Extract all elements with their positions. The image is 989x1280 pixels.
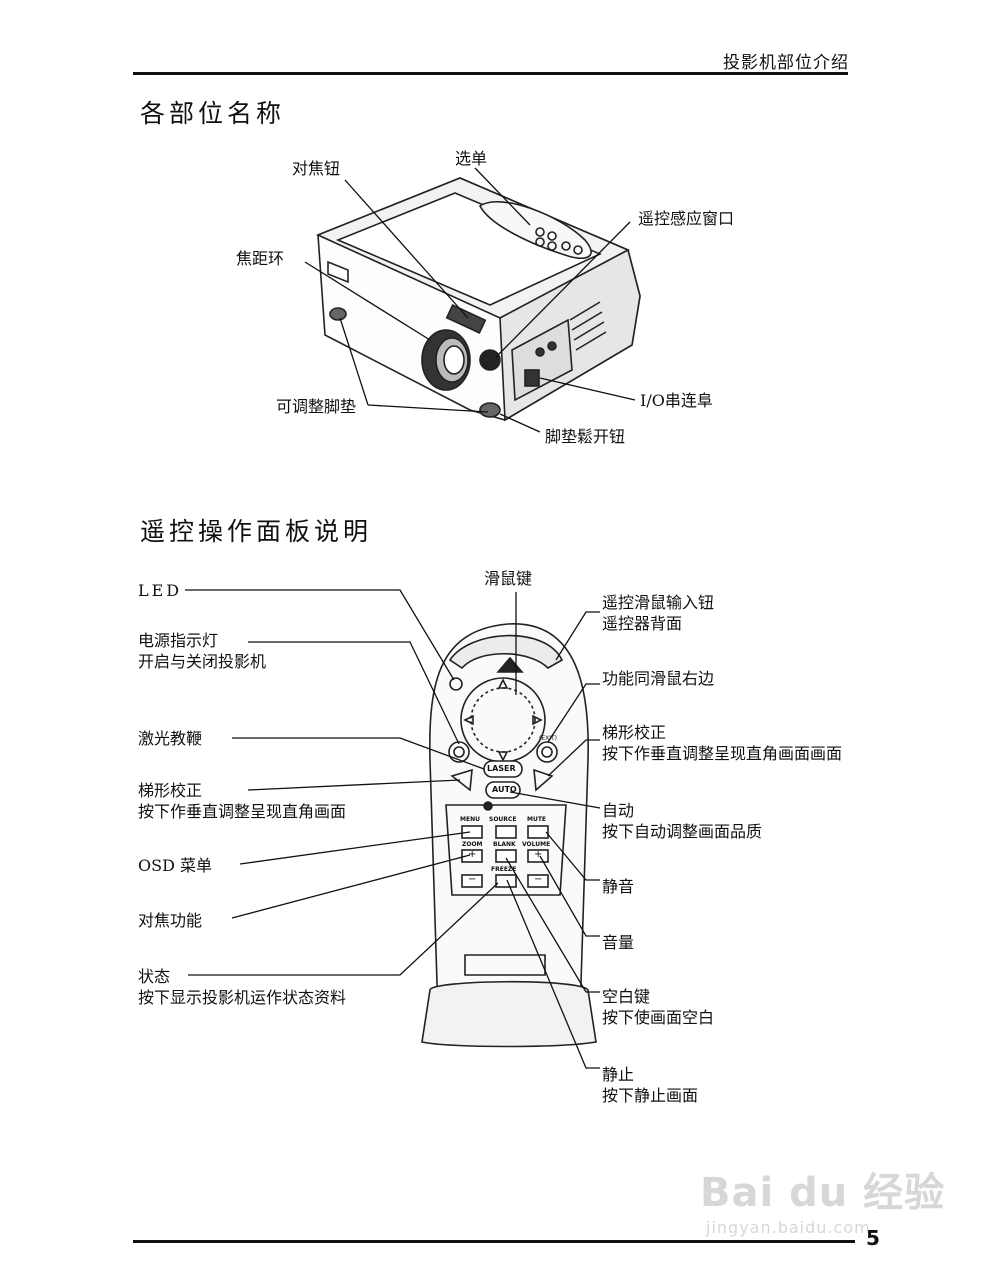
remote-zoom-minus[interactable]: − bbox=[468, 874, 477, 885]
remote-volume-label: VOLUME bbox=[522, 841, 551, 848]
remote-volume-minus[interactable]: − bbox=[534, 874, 543, 885]
label-ir-window: 遥控感应窗口 bbox=[638, 209, 735, 228]
label-status-line1: 状态 bbox=[138, 967, 171, 986]
watermark-url: jingyan.baidu.com bbox=[706, 1218, 871, 1237]
label-power: 电源指示灯 开启与关闭投影机 bbox=[138, 630, 266, 672]
label-laser: 激光教鞭 bbox=[138, 729, 203, 748]
label-focus-knob: 对焦钮 bbox=[292, 159, 341, 178]
label-menu: 选单 bbox=[455, 149, 488, 168]
label-keystone-right-line2: 按下作垂直调整呈现直角画面画面 bbox=[602, 744, 843, 763]
label-blank: 空白键 按下使画面空白 bbox=[602, 986, 714, 1028]
remote-zoom-plus[interactable]: + bbox=[468, 849, 477, 860]
remote-blank-label: BLANK bbox=[493, 841, 516, 848]
label-mouse-key: 滑鼠键 bbox=[484, 569, 533, 588]
label-io-port: I/O串连阜 bbox=[640, 391, 713, 410]
label-power-line2: 开启与关闭投影机 bbox=[138, 652, 267, 671]
label-keystone-right-line1: 梯形校正 bbox=[602, 723, 667, 742]
label-led: LED bbox=[138, 581, 183, 600]
label-focus-function: 对焦功能 bbox=[138, 911, 203, 930]
label-auto-line1: 自动 bbox=[602, 801, 635, 820]
label-volume: 音量 bbox=[602, 933, 635, 952]
label-keystone-left: 梯形校正 按下作垂直调整呈现直角画面 bbox=[138, 780, 346, 822]
label-mouse-input-line1: 遥控滑鼠输入钮 bbox=[602, 593, 715, 612]
remote-freeze-label: FREEZE bbox=[491, 866, 517, 873]
label-mouse-input: 遥控滑鼠输入钮 遥控器背面 bbox=[602, 592, 714, 634]
remote-zoom-label: ZOOM bbox=[462, 841, 483, 848]
remote-exit-label: (EXIT) bbox=[539, 735, 558, 742]
remote-laser-button[interactable]: LASER bbox=[487, 764, 516, 773]
running-header: 投影机部位介绍 bbox=[723, 53, 849, 73]
remote-source-label: SOURCE bbox=[489, 816, 517, 823]
label-blank-line1: 空白键 bbox=[602, 987, 651, 1006]
label-mute: 静音 bbox=[602, 877, 635, 896]
label-freeze-line2: 按下静止画面 bbox=[602, 1086, 699, 1105]
label-right-click: 功能同滑鼠右边 bbox=[602, 669, 715, 688]
remote-menu-label: MENU bbox=[460, 816, 480, 823]
label-power-line1: 电源指示灯 bbox=[138, 631, 219, 650]
label-auto: 自动 按下自动调整画面品质 bbox=[602, 800, 762, 842]
label-keystone-left-line2: 按下作垂直调整呈现直角画面 bbox=[138, 802, 347, 821]
remote-auto-button[interactable]: AUTO bbox=[492, 785, 517, 794]
section-title-remote: 遥控操作面板说明 bbox=[140, 517, 373, 546]
section-title-parts: 各部位名称 bbox=[140, 99, 286, 128]
remote-mute-label: MUTE bbox=[527, 816, 547, 823]
label-freeze-line1: 静止 bbox=[602, 1065, 635, 1084]
label-mouse-input-line2: 遥控器背面 bbox=[602, 614, 683, 633]
label-auto-line2: 按下自动调整画面品质 bbox=[602, 822, 763, 841]
label-adjust-foot: 可调整脚垫 bbox=[276, 397, 357, 416]
page-number: 5 bbox=[866, 1226, 880, 1250]
label-status-line2: 按下显示投影机运作状态资料 bbox=[138, 988, 347, 1007]
label-foot-release: 脚垫鬆开钮 bbox=[545, 427, 626, 446]
footer-rule bbox=[133, 1240, 855, 1243]
label-keystone-right: 梯形校正 按下作垂直调整呈现直角画面画面 bbox=[602, 722, 842, 764]
label-osd-menu: OSD 菜单 bbox=[138, 856, 212, 875]
label-zoom-ring: 焦距环 bbox=[236, 249, 285, 268]
watermark: Bai du 经验 jingyan.baidu.com bbox=[700, 1160, 945, 1237]
label-status: 状态 按下显示投影机运作状态资料 bbox=[138, 966, 346, 1008]
remote-volume-plus[interactable]: + bbox=[534, 849, 543, 860]
label-blank-line2: 按下使画面空白 bbox=[602, 1008, 715, 1027]
watermark-brand: Bai du 经验 bbox=[700, 1170, 946, 1216]
label-freeze: 静止 按下静止画面 bbox=[602, 1064, 698, 1106]
label-keystone-left-line1: 梯形校正 bbox=[138, 781, 203, 800]
header-rule bbox=[133, 72, 848, 75]
